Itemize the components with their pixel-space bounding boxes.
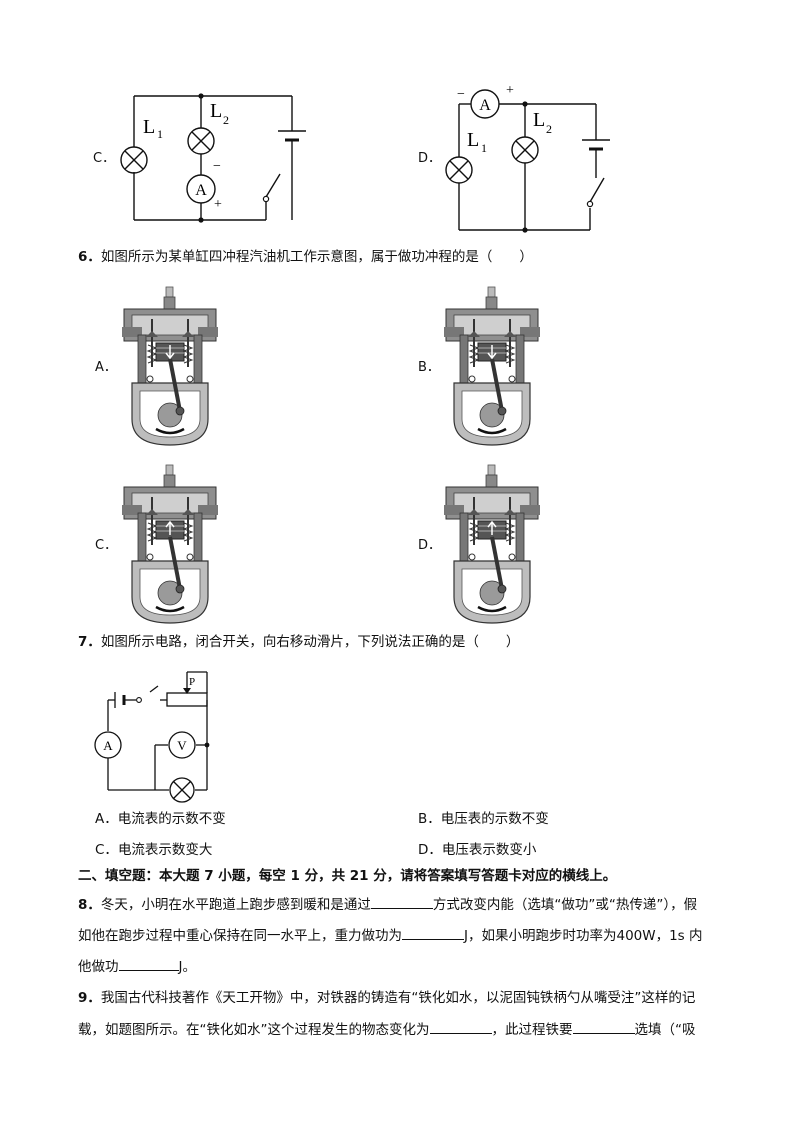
question-7-text: 如图所示电路，闭合开关，向右移动滑片，下列说法正确的是（ ） <box>100 634 520 650</box>
q8-line1b: 方式改变内能（选填“做功”或“热传递”），假 <box>432 897 698 913</box>
q7-option-a-text: 电流表的示数不变 <box>117 811 226 827</box>
q8-blank-1[interactable] <box>370 894 433 909</box>
lamp-l2-label-d: L <box>533 109 545 131</box>
engine-diagram-a <box>120 285 220 447</box>
ammeter-minus-c: − <box>213 159 221 174</box>
q7-option-d-label: D． <box>418 842 442 858</box>
circuit-c-diagram: L 1 L 2 A − + <box>120 93 306 223</box>
q9-line2c: 选填（“吸 <box>634 1022 696 1038</box>
q7-option-c: C．电流表示数变大 <box>95 840 212 860</box>
q8-line2b: J，如果小明跑步时功率为400W，1s 内 <box>464 928 703 944</box>
q8-line-1: 8．冬天，小明在水平跑道上跑步感到暖和是通过 方式改变内能（选填“做功”或“热传递… <box>78 894 697 915</box>
q7-option-b: B．电压表的示数不变 <box>418 809 549 829</box>
lamp-l2-sub-d: 2 <box>546 122 552 136</box>
q8-line-3: 他做功 J。 <box>78 956 196 977</box>
q9-line-1: 9．我国古代科技著作《天工开物》中，对铁器的铸造有“铁化如水，以泥固钝铁柄勺从嘴… <box>78 988 695 1008</box>
q6-option-d-label: D． <box>418 538 442 553</box>
q8-blank-2[interactable] <box>402 925 464 940</box>
piston-down-arrow-icon <box>165 345 175 360</box>
lamp-l1-label-d: L <box>467 129 479 151</box>
question-7-number: 7． <box>78 634 101 650</box>
question-7: 7．如图所示电路，闭合开关，向右移动滑片，下列说法正确的是（ ） <box>78 632 519 652</box>
lamp-l2-sub-c: 2 <box>223 113 229 127</box>
lamp-l1-label-c: L <box>143 116 155 138</box>
question-6: 6．如图所示为某单缸四冲程汽油机工作示意图，属于做功冲程的是（ ） <box>78 247 533 267</box>
ammeter-plus-d: + <box>506 83 514 98</box>
question-6-text: 如图所示为某单缸四冲程汽油机工作示意图，属于做功冲程的是（ ） <box>100 249 533 265</box>
question-6-number: 6． <box>78 249 101 265</box>
q7-option-c-label: C． <box>95 842 118 858</box>
q8-line3a: 他做功 <box>78 959 119 975</box>
q6-option-b-label: B． <box>418 360 440 375</box>
q8-line1a: 冬天，小明在水平跑道上跑步感到暖和是通过 <box>100 897 371 913</box>
q9-line-2: 载，如题图所示。在“铁化如水”这个过程发生的物态变化为 ，此过程铁要 选填（“吸 <box>78 1019 696 1040</box>
question-8-number: 8． <box>78 897 101 913</box>
q9-line2b: ，此过程铁要 <box>491 1022 573 1038</box>
q9-blank-1[interactable] <box>429 1019 492 1034</box>
q7-option-d: D．电压表示数变小 <box>418 840 536 860</box>
q9-line2a: 载，如题图所示。在“铁化如水”这个过程发生的物态变化为 <box>78 1022 430 1038</box>
q7-option-b-label: B． <box>418 811 441 827</box>
section-2-title: 二、填空题：本大题 7 小题，每空 1 分，共 21 分，请将答案填写答题卡对应… <box>78 868 617 884</box>
q8-line2a: 如他在跑步过程中重心保持在同一水平上，重力做功为 <box>78 928 402 944</box>
q7-option-a-label: A． <box>95 811 118 827</box>
piston-down-arrow-icon <box>487 345 497 360</box>
q7-option-c-text: 电流表示数变大 <box>117 842 213 858</box>
circuit-d-diagram: A − + L 1 L 2 <box>445 83 610 233</box>
q8-line3b: J。 <box>178 959 196 975</box>
option-d-label: D． <box>418 151 442 166</box>
piston-up-arrow-icon <box>165 520 175 535</box>
q7-option-d-text: 电压表示数变小 <box>441 842 537 858</box>
ammeter-label-d: A <box>479 97 491 114</box>
q8-blank-3[interactable] <box>118 956 179 971</box>
q9-line1: 我国古代科技著作《天工开物》中，对铁器的铸造有“铁化如水，以泥固钝铁柄勺从嘴受注… <box>100 990 696 1006</box>
q9-blank-2[interactable] <box>572 1019 635 1034</box>
q7-ammeter-label: A <box>103 738 113 753</box>
lamp-l1-sub-d: 1 <box>481 141 487 155</box>
q6-option-c-label: C． <box>95 538 118 553</box>
q8-line-2: 如他在跑步过程中重心保持在同一水平上，重力做功为 J，如果小明跑步时功率为400W… <box>78 925 703 946</box>
q6-option-a-label: A． <box>95 360 117 375</box>
piston-up-arrow-icon <box>487 520 497 535</box>
q7-option-b-text: 电压表的示数不变 <box>440 811 549 827</box>
engine-diagram-b <box>442 285 542 447</box>
engine-diagram-d <box>442 463 542 625</box>
lamp-l2-label-c: L <box>210 100 222 122</box>
q7-option-a: A．电流表的示数不变 <box>95 809 226 829</box>
ammeter-label-c: A <box>195 182 207 199</box>
lamp-l1-sub-c: 1 <box>157 127 163 141</box>
ammeter-plus-c: + <box>214 197 222 212</box>
ammeter-minus-d: − <box>457 87 465 102</box>
q7-circuit-diagram: P A V <box>94 671 210 803</box>
engine-diagram-c <box>120 463 220 625</box>
slider-p-label: P <box>189 676 195 688</box>
question-9-number: 9． <box>78 990 101 1006</box>
q7-voltmeter-label: V <box>177 738 187 753</box>
option-c-label: C． <box>93 151 116 166</box>
